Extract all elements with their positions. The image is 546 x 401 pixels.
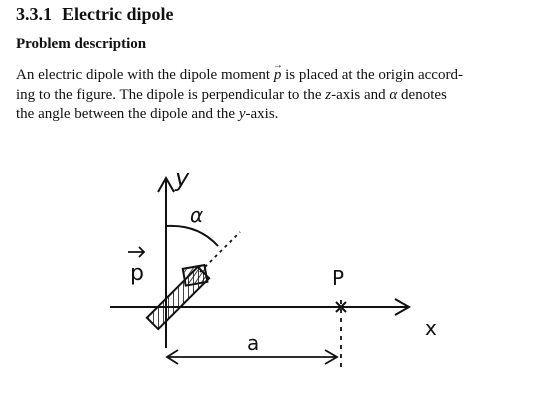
y-axis-label: y: [174, 164, 190, 192]
problem-description-heading: Problem description: [16, 36, 147, 52]
section-title: Electric dipole: [62, 4, 174, 24]
alpha-symbol: α: [389, 87, 398, 103]
y-symbol: y: [238, 106, 246, 122]
angle-label: α: [190, 203, 203, 227]
text-span: An electric dipole with the dipole momen…: [16, 67, 274, 83]
paragraph-line-1: An electric dipole with the dipole momen…: [16, 56, 528, 85]
text-span: denotes: [397, 87, 447, 103]
point-p-label: P: [332, 266, 344, 290]
distance-a-label: a: [247, 331, 259, 355]
text-span: the angle between the dipole and the: [16, 106, 239, 122]
paragraph-line-3: the angle between the dipole and the y-a…: [16, 105, 528, 124]
text-span: is placed at the origin accord-: [281, 67, 463, 83]
dipole-direction-line: [199, 231, 241, 273]
dipole-label: p: [130, 261, 144, 286]
section-heading: 3.3.1 Electric dipole: [16, 4, 173, 25]
paragraph-line-2: ing to the figure. The dipole is perpend…: [16, 86, 528, 105]
z-symbol: z: [325, 87, 332, 103]
angle-arc: [165, 224, 219, 247]
distance-a-right-arrowhead: [324, 349, 339, 365]
text-span: ing to the figure. The dipole is perpend…: [16, 87, 326, 103]
point-p-marker: [335, 301, 347, 313]
x-axis-label: x: [425, 316, 437, 340]
section-number: 3.3.1: [16, 4, 52, 24]
x-axis-arrowhead: [394, 298, 412, 316]
y-axis-arrowhead: [157, 175, 175, 193]
dipole-positive-end: [181, 263, 209, 287]
text-span: -axis and: [331, 87, 390, 103]
text-span: -axis.: [245, 106, 279, 122]
dipole-moment-symbol: p: [273, 56, 282, 85]
distance-a-left-arrowhead: [165, 349, 179, 365]
dipole-vector-arrow: [128, 246, 146, 258]
